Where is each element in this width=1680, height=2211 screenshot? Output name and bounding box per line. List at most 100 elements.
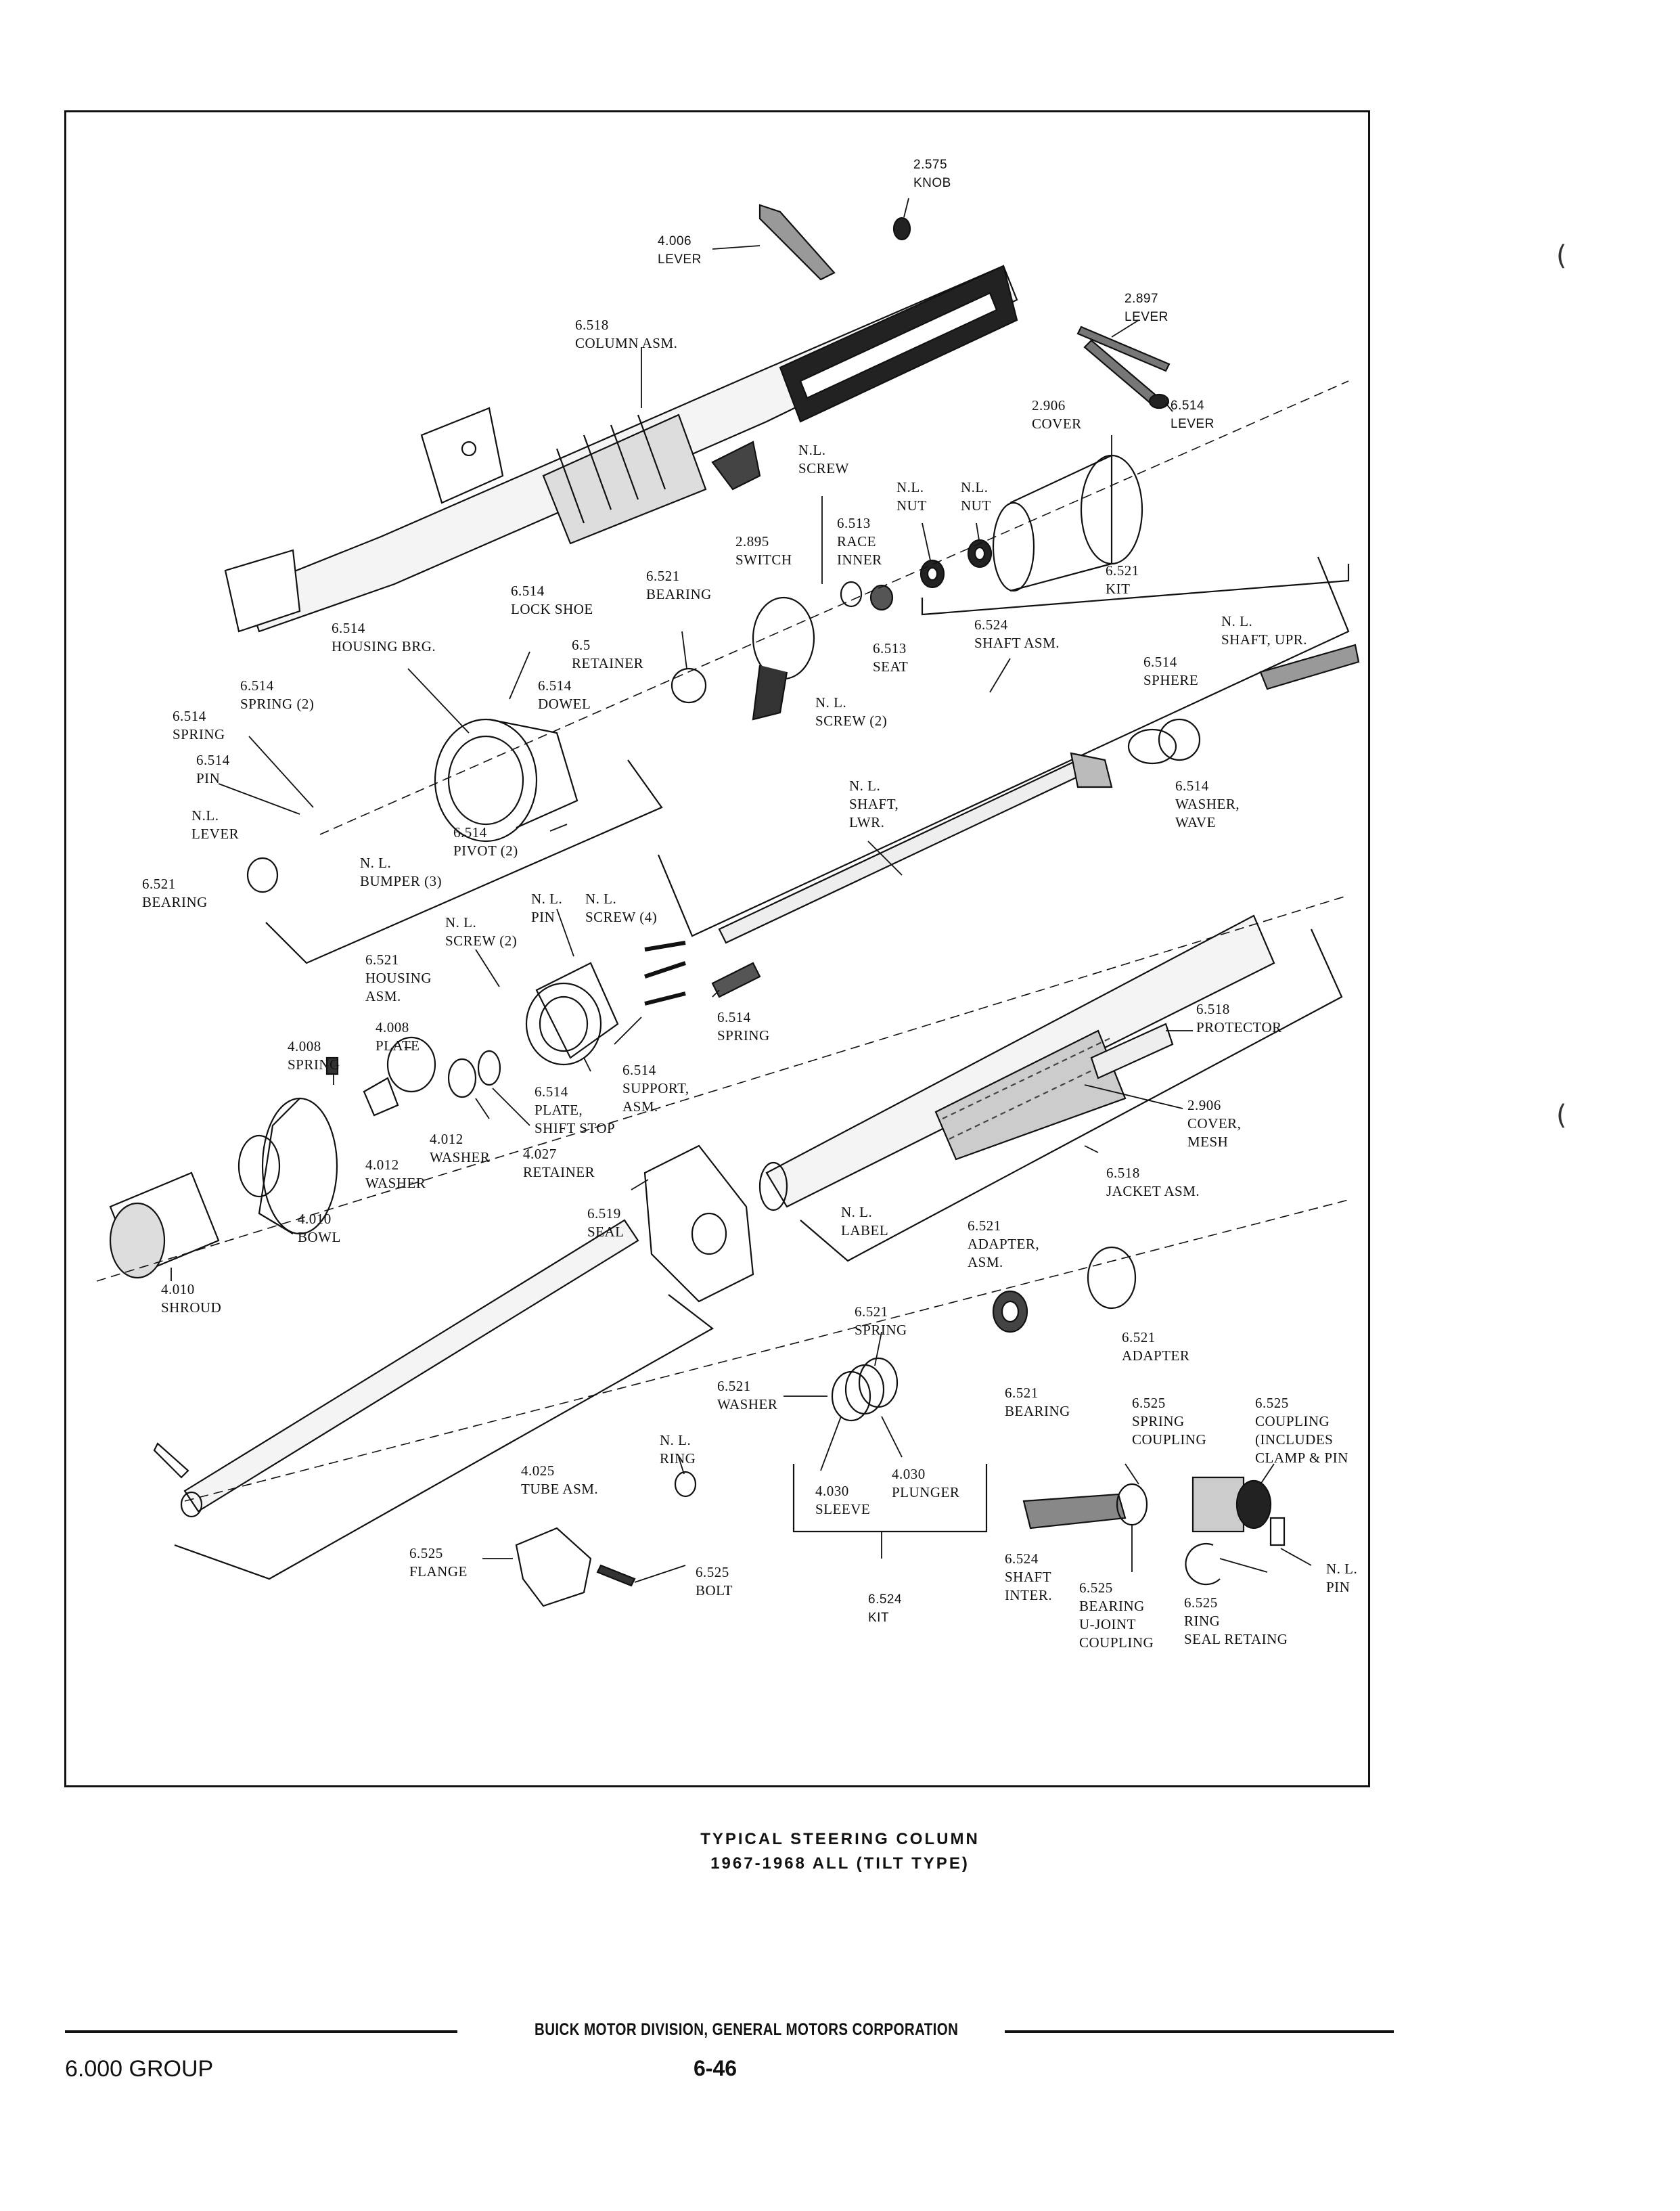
- label-shaft-lwr: N. L.SHAFT,LWR.: [849, 778, 899, 830]
- shaft-asm-box: [657, 556, 1350, 937]
- label-nl-pin-2: N. L.PIN: [1326, 1561, 1358, 1595]
- footer-rule-left: [65, 2030, 457, 2033]
- shaft-lower-part: [718, 752, 1113, 944]
- tube-asm-box: [174, 1294, 714, 1580]
- plate-4008-part: [386, 1036, 436, 1093]
- shroud-part: [109, 1171, 220, 1279]
- tube-asm-part: [153, 1219, 639, 1518]
- shaft-inter-part: [1022, 1483, 1148, 1529]
- caption-line-1: TYPICAL STEERING COLUMN: [700, 1830, 980, 1848]
- spring-6521-part: [831, 1357, 899, 1422]
- label-nl-pin: N. L.PIN: [531, 891, 563, 925]
- label-nl-screw-2b: N. L.SCREW (2): [445, 914, 518, 949]
- lever-2897-part: [1076, 326, 1171, 372]
- margin-mark-icon: (: [1556, 240, 1567, 271]
- bowl-part: [237, 1097, 338, 1235]
- column-asm-part: [224, 265, 1018, 633]
- kit-6524-box: [792, 1464, 988, 1533]
- diagram-caption: TYPICAL STEERING COLUMN 1967-1968 ALL (T…: [0, 1827, 1680, 1876]
- adapter-part: [1087, 1246, 1137, 1310]
- label-nl-label: N. L.LABEL: [841, 1204, 889, 1238]
- footer-page-number: 6-46: [694, 2056, 737, 2080]
- label-nl-screw-4: N. L.SCREW (4): [585, 891, 658, 925]
- nuts-part: [920, 539, 993, 589]
- label-nl-screw: N.L.SCREW: [798, 442, 849, 476]
- shaft-upper-part: [1259, 644, 1360, 690]
- bearing-part: [671, 667, 707, 704]
- footer-group: 6.000 GROUP: [65, 2056, 214, 2082]
- housing-brg-part: [434, 718, 578, 843]
- label-shaft-upr: N. L.SHAFT, UPR.: [1221, 613, 1308, 648]
- label-nl-nut-2: N.L.NUT: [961, 479, 991, 514]
- sphere-part: [1158, 718, 1201, 761]
- housing-asm-part: [525, 962, 619, 1066]
- housing-group-box: [265, 759, 663, 964]
- seal-part: [643, 1144, 754, 1303]
- ring-part: [674, 1471, 697, 1498]
- exploded-steering-column-diagram: [96, 198, 1360, 1607]
- seal-ring-part: [1185, 1543, 1221, 1586]
- lever-4006-part: [758, 204, 836, 281]
- jacket-asm-part: [758, 914, 1275, 1211]
- diagram-frame: [64, 110, 1370, 1787]
- kit-6521-box: [921, 564, 1350, 616]
- footer-company: BUICK MOTOR DIVISION, GENERAL MOTORS COR…: [535, 2020, 959, 2039]
- label-nl-nut-1: N.L.NUT: [896, 479, 927, 514]
- label-nl-screw-2: N. L.SCREW (2): [815, 694, 888, 729]
- knob-part: [892, 217, 911, 241]
- label-nl-ring: N. L.RING: [660, 1432, 696, 1467]
- label-bumper: N. L.BUMPER (3): [360, 855, 442, 889]
- coupling-part: [1191, 1476, 1245, 1533]
- jacket-asm-box: [800, 929, 1343, 1262]
- label-nl-lever: N.L.LEVER: [191, 807, 240, 842]
- caption-line-2: 1967-1968 ALL (TILT TYPE): [710, 1854, 970, 1873]
